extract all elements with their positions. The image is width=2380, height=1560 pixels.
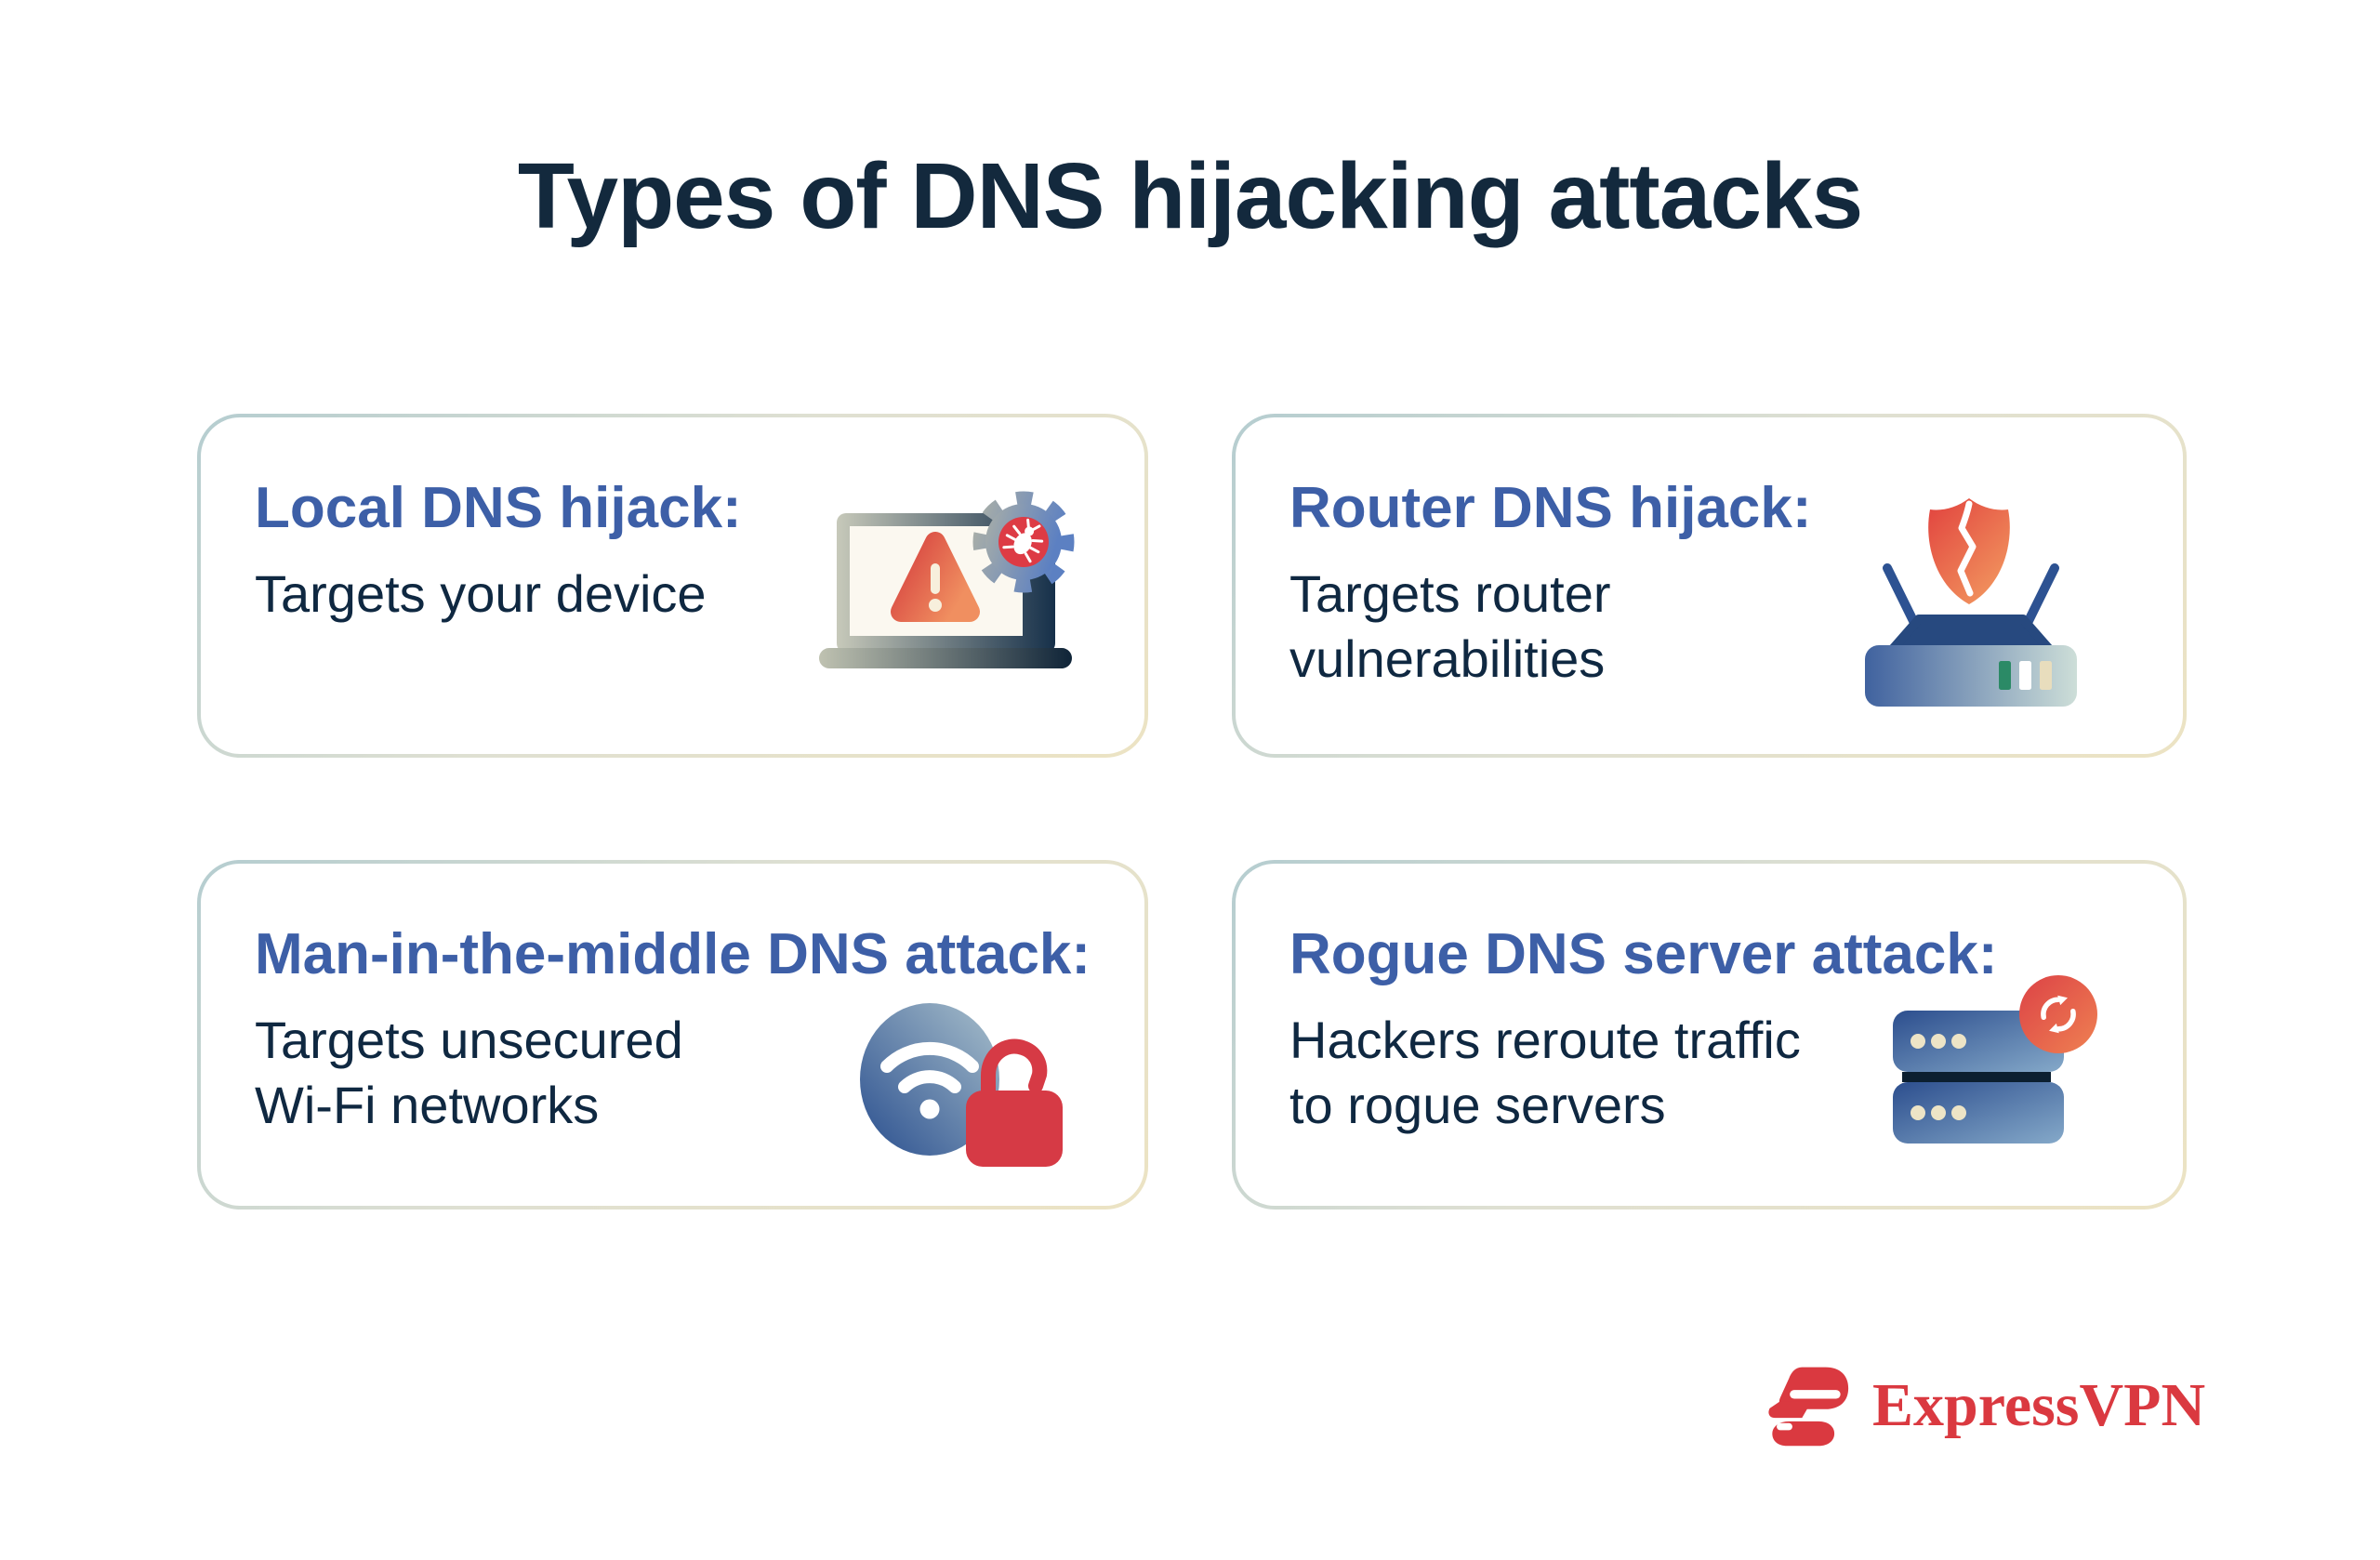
wifi-open-lock-icon: [856, 994, 1107, 1172]
card-text: Rogue DNS server attack: Hackers reroute…: [1289, 919, 2155, 1138]
router-breached-shield-icon: [1859, 496, 2082, 712]
card-body: Hackers reroute traffic to rogue servers: [1289, 1010, 1801, 1134]
expressvpn-logo-icon: [1763, 1365, 1850, 1447]
card-heading: Rogue DNS server attack:: [1289, 922, 1998, 986]
card-heading: Man-in-the-middle DNS attack:: [255, 922, 1091, 986]
card-man-in-the-middle-dns-attack: Man-in-the-middle DNS attack: Targets un…: [197, 860, 1148, 1210]
card-text: Local DNS hijack: Targets your device: [255, 473, 1117, 627]
card-local-dns-hijack: Local DNS hijack: Targets your device: [197, 414, 1148, 758]
page-title: Types of DNS hijacking attacks: [517, 144, 1863, 248]
card-rogue-dns-server-attack: Rogue DNS server attack: Hackers reroute…: [1232, 860, 2187, 1210]
card-text: Router DNS hijack: Targets router vulner…: [1289, 473, 2155, 692]
card-body: Targets your device: [255, 563, 707, 623]
card-router-dns-hijack: Router DNS hijack: Targets router vulner…: [1232, 414, 2187, 758]
card-body: Targets unsecured Wi-Fi networks: [255, 1010, 683, 1134]
card-heading: Local DNS hijack:: [255, 476, 742, 540]
expressvpn-wordmark: ExpressVPN: [1872, 1371, 2206, 1439]
cards-grid: Local DNS hijack: Targets your device: [197, 414, 2187, 1210]
rogue-server-reroute-icon: [1893, 972, 2109, 1159]
card-heading: Router DNS hijack:: [1289, 476, 1812, 540]
card-text: Man-in-the-middle DNS attack: Targets un…: [255, 919, 1117, 1138]
card-body: Targets router vulnerabilities: [1289, 563, 1611, 688]
laptop-malware-icon: [819, 491, 1079, 669]
brand-footer: ExpressVPN: [1763, 1365, 2205, 1447]
